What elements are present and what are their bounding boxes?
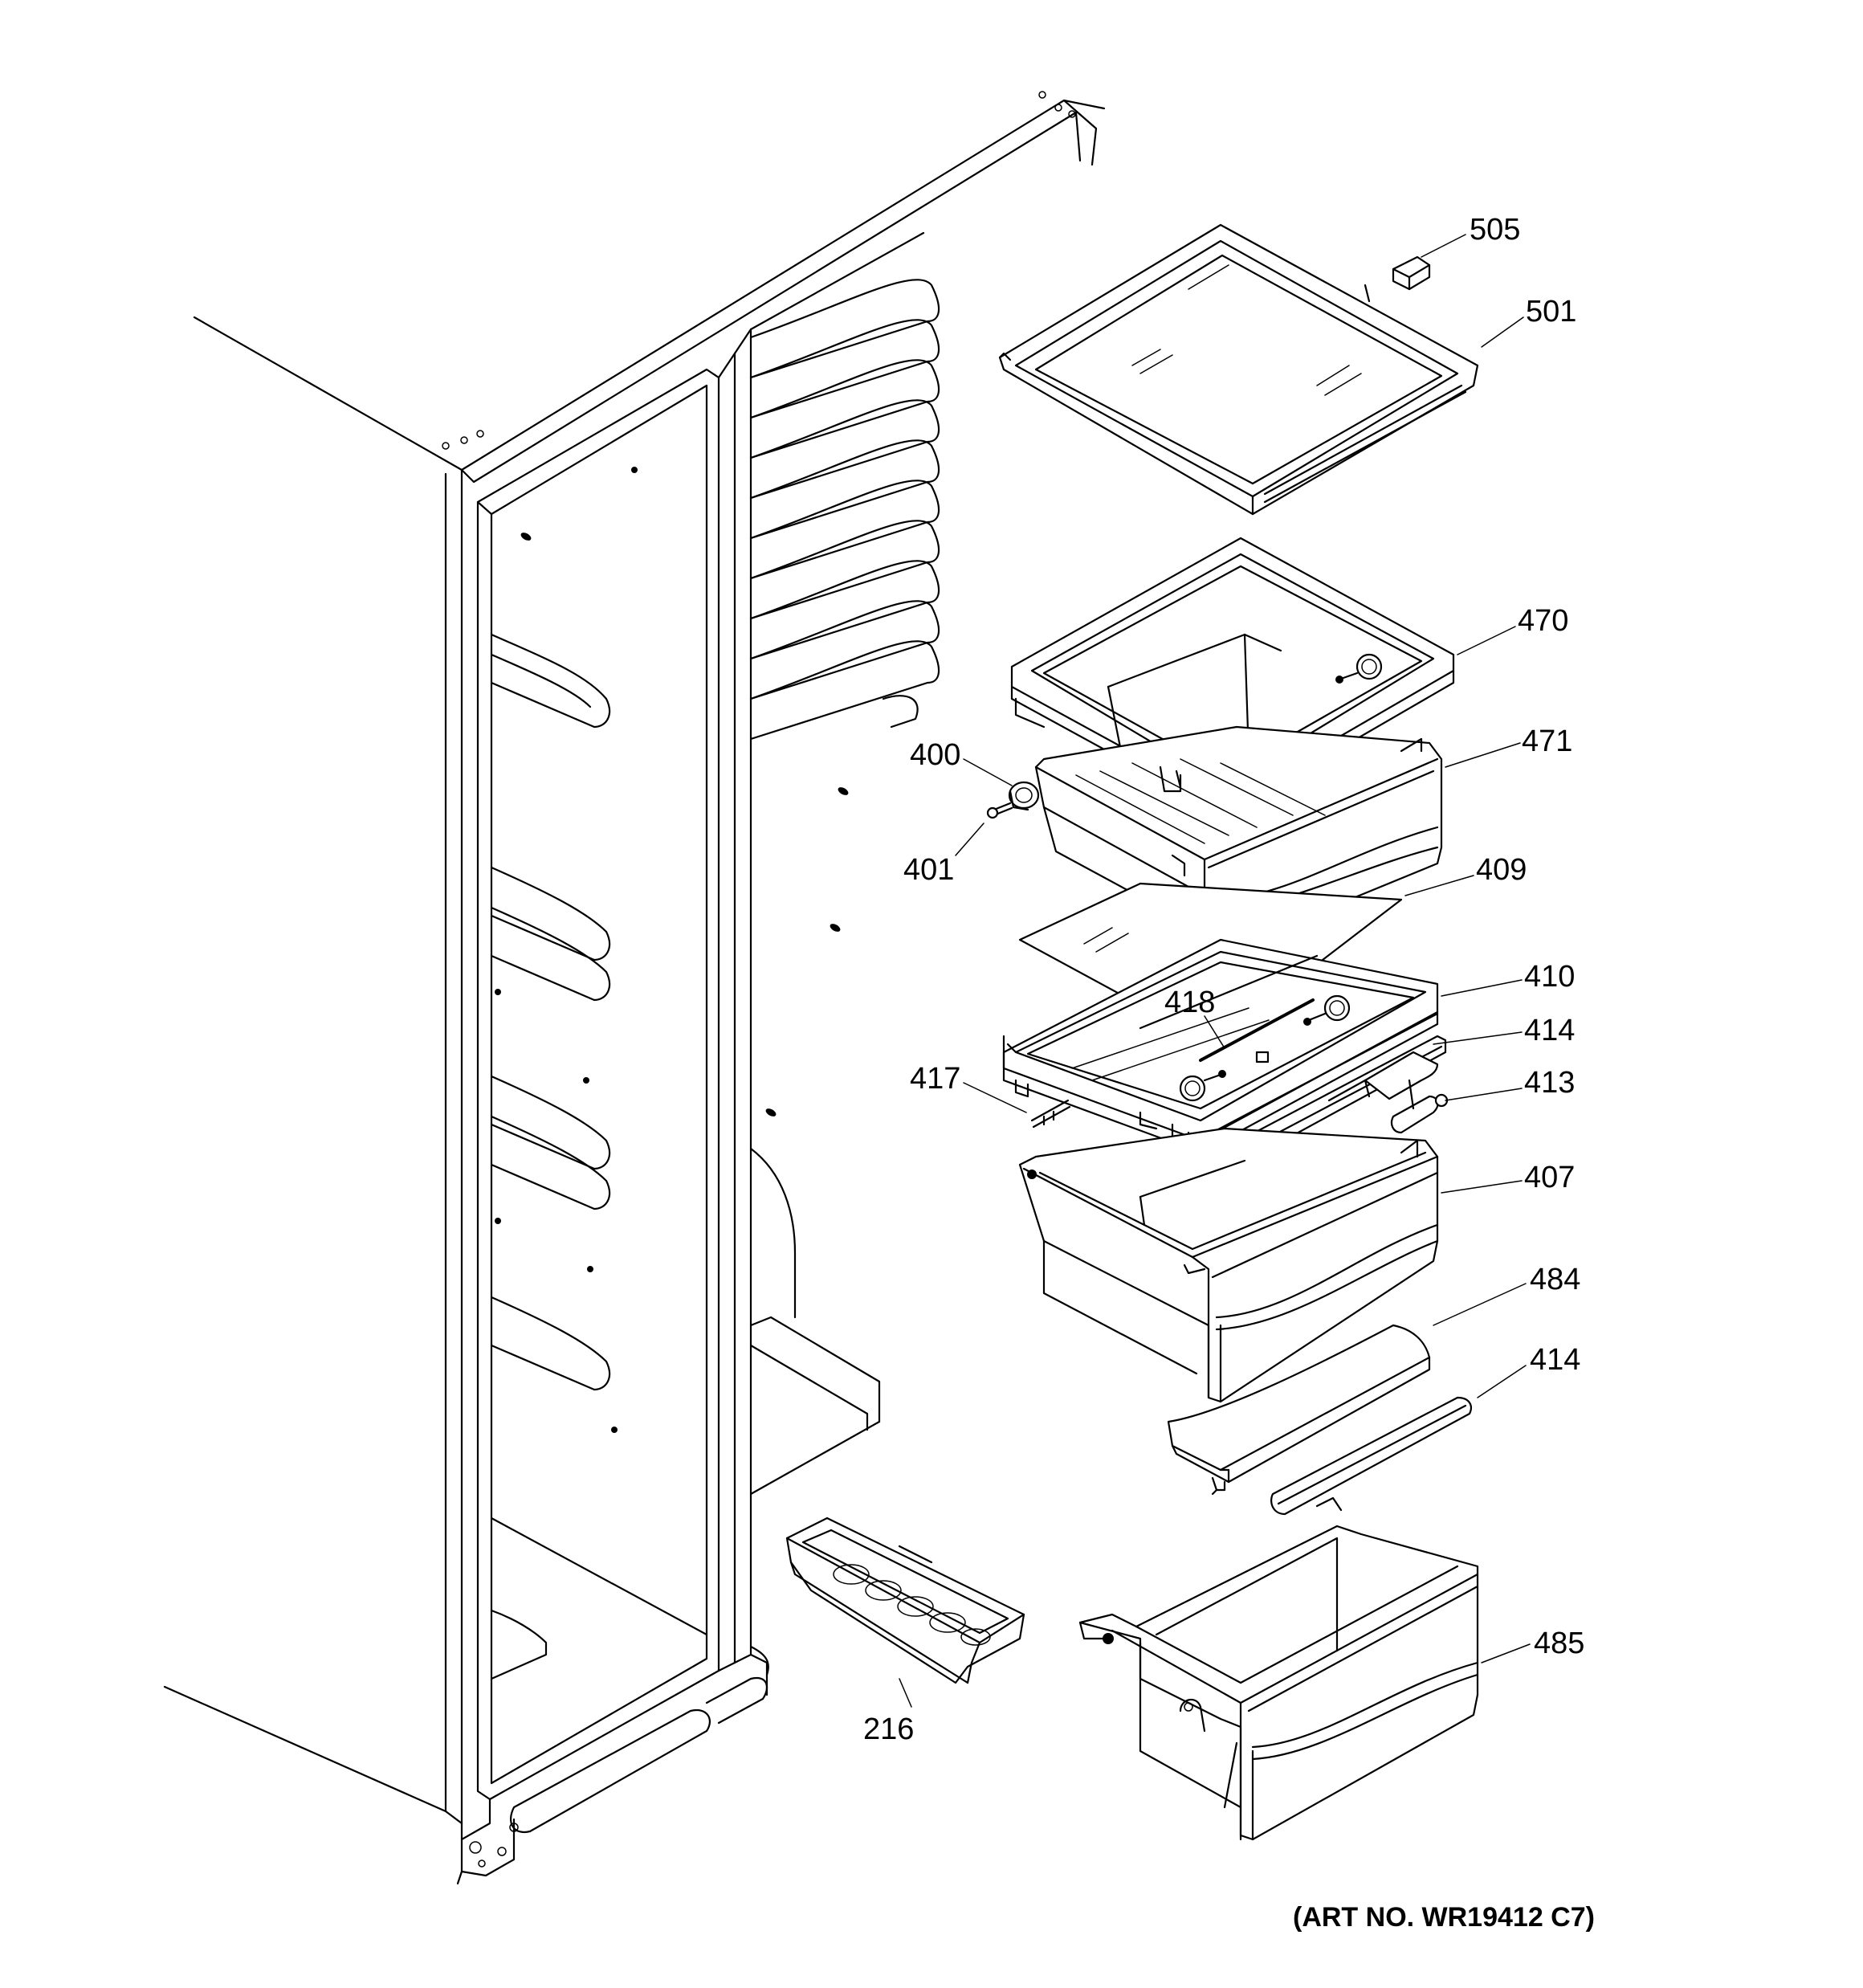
part-410-cover-frame (1002, 938, 1439, 1154)
part-216-egg-bin (785, 1517, 1025, 1684)
callout-501: 501 (1526, 295, 1576, 329)
shelf-supports-left (490, 467, 638, 1433)
callout-414-lower: 414 (1530, 1343, 1580, 1377)
callout-484: 484 (1530, 1263, 1580, 1296)
part-407-crisper-drawer (1018, 1127, 1439, 1403)
part-418-divider (1199, 998, 1315, 1062)
freezer-wall-ribs (749, 279, 940, 1116)
callout-labels: 505 501 470 471 400 401 409 418 410 414 … (863, 213, 1584, 1746)
part-413-handle-bracket (1327, 1051, 1449, 1134)
refrigerator-cabinet (163, 91, 1106, 1885)
callout-470: 470 (1518, 604, 1568, 638)
part-485-bottom-drawer (1078, 1496, 1479, 1841)
part-400-knob (1008, 781, 1040, 811)
callout-400: 400 (910, 738, 960, 772)
leader-lines (899, 234, 1531, 1708)
callout-485: 485 (1534, 1627, 1584, 1660)
callout-505: 505 (1470, 213, 1520, 247)
part-417-rod (1030, 1099, 1071, 1129)
callout-407: 407 (1524, 1161, 1575, 1194)
art-number: (ART NO. WR19412 C7) (1293, 1902, 1595, 1933)
callout-414-upper: 414 (1524, 1014, 1575, 1047)
part-414-handle-lower (1270, 1396, 1472, 1516)
callout-401: 401 (903, 853, 954, 887)
callout-471: 471 (1522, 725, 1572, 758)
callout-413: 413 (1524, 1066, 1575, 1100)
part-505-shelf-clip (1392, 255, 1431, 291)
part-501-glass-shelf (998, 223, 1479, 516)
callout-410: 410 (1524, 960, 1575, 994)
part-484-drawer-cover (1167, 1324, 1431, 1496)
part-401-screw (986, 802, 1013, 819)
callout-409: 409 (1476, 853, 1527, 887)
callout-216: 216 (863, 1712, 914, 1746)
callout-417: 417 (910, 1062, 960, 1096)
callout-418: 418 (1164, 986, 1215, 1019)
